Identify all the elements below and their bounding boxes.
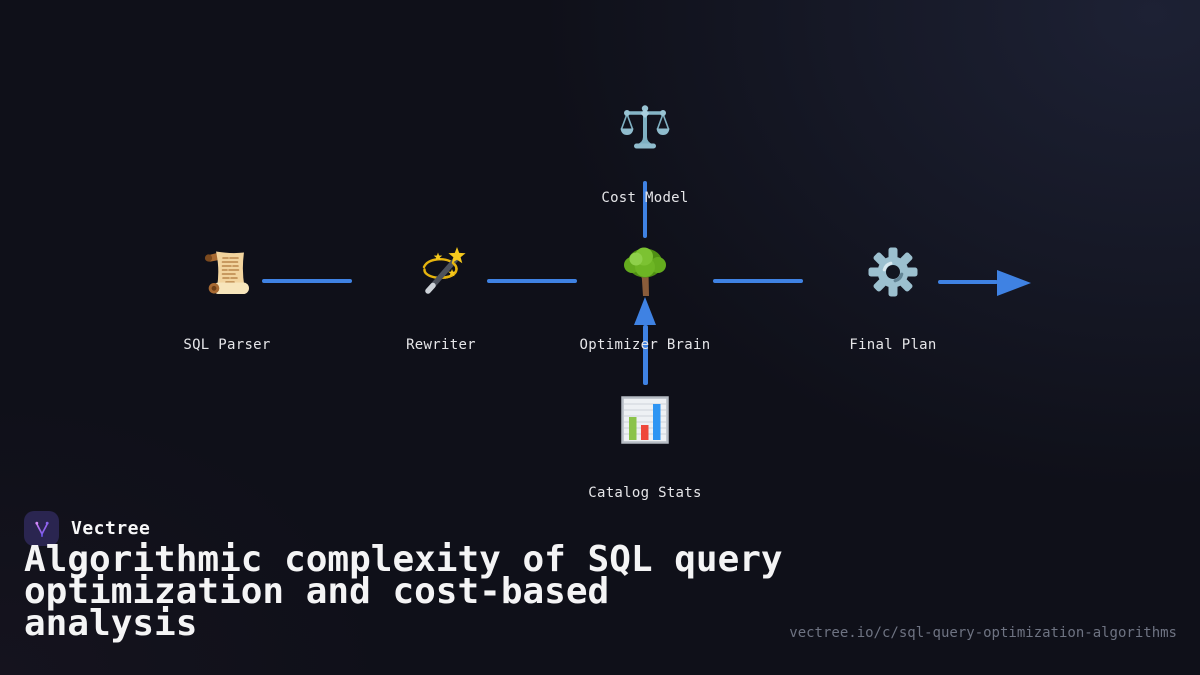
edge-sql-parser-rewriter	[262, 279, 352, 283]
vectree-logo	[24, 511, 59, 546]
node-rewriter: Rewriter	[341, 246, 541, 353]
node-optimizer-brain: Optimizer Brain	[545, 246, 745, 353]
page-title: Algorithmic complexity of SQL query opti…	[24, 539, 783, 644]
node-label-cost-model: Cost Model	[601, 190, 689, 206]
node-label-catalog-stats: Catalog Stats	[588, 485, 702, 501]
gear-icon	[867, 246, 919, 298]
node-label-optimizer-brain: Optimizer Brain	[579, 337, 711, 353]
edge-final-plan-output-line	[938, 280, 998, 284]
arrowhead-right-icon	[997, 270, 1031, 296]
node-label-sql-parser: SQL Parser	[183, 337, 271, 353]
node-cost-model: Cost Model	[545, 99, 745, 206]
magic-wand-icon	[415, 246, 467, 298]
node-sql-parser: SQL Parser	[127, 246, 327, 353]
tree-icon	[619, 246, 671, 298]
node-label-final-plan: Final Plan	[849, 337, 937, 353]
edge-optimizer-final-plan	[713, 279, 803, 283]
arrowhead-up-icon	[634, 297, 656, 325]
balance-scale-icon	[619, 99, 671, 151]
bar-chart-icon	[619, 394, 671, 446]
page-url: vectree.io/c/sql-query-optimization-algo…	[789, 625, 1177, 641]
brand-row: Vectree	[24, 511, 150, 546]
scroll-icon	[201, 246, 253, 298]
node-final-plan: Final Plan	[793, 246, 993, 353]
brand-name: Vectree	[71, 518, 151, 539]
node-label-rewriter: Rewriter	[406, 337, 476, 353]
vectree-branch-icon	[34, 521, 49, 537]
edge-catalog-stats-optimizer	[643, 325, 648, 385]
edge-cost-model-optimizer	[643, 181, 647, 238]
edge-rewriter-optimizer	[487, 279, 577, 283]
node-catalog-stats: Catalog Stats	[545, 394, 745, 501]
